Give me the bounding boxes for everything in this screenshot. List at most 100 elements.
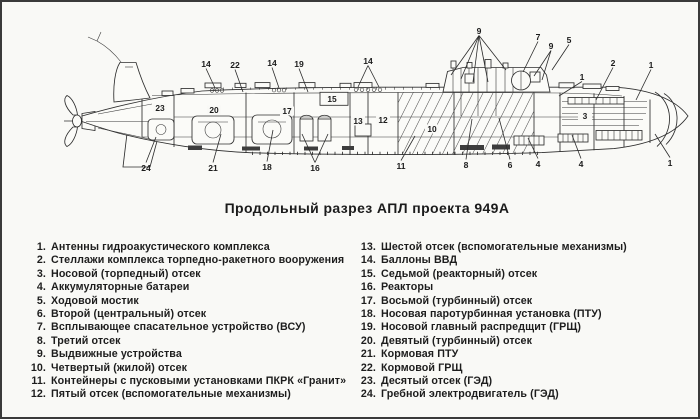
legend-item-number: 3. xyxy=(36,267,46,280)
legend-item: 10. Четвертый (жилой) отсек xyxy=(22,362,352,375)
legend-item: 11.Контейнеры с пусковыми установками ПК… xyxy=(22,375,352,388)
legend-item-number: 19. xyxy=(360,321,376,334)
legend-item-text: Пятый отсек (вспомогательные механизмы) xyxy=(51,388,291,401)
legend-item: 4.Аккумуляторные батареи xyxy=(22,281,352,294)
legend-item-text: Кормовой ГРЩ xyxy=(381,361,463,374)
legend-item-number: 9. xyxy=(36,348,46,361)
sonar-antenna-arc xyxy=(654,91,670,147)
legend-item: 16.Реакторы xyxy=(352,281,692,294)
callout-number-22: 22 xyxy=(230,60,240,70)
callout-number-11: 11 xyxy=(396,161,405,171)
callout-number-1: 1 xyxy=(668,158,673,168)
submarine-cutaway-diagram: 1422141914979512124211816118644123201715… xyxy=(64,26,689,173)
legend-item-text: Носовая паротурбинная установка (ПТУ) xyxy=(381,308,602,321)
callout-number-21: 21 xyxy=(208,163,218,173)
leader-line xyxy=(558,81,583,97)
compartment-number-10: 10 xyxy=(427,124,437,134)
legend-item-number: 10. xyxy=(30,361,46,374)
compartment-number-12: 12 xyxy=(378,115,388,125)
legend-item-text: Седьмой (реакторный) отсек xyxy=(381,267,538,280)
tail-fin xyxy=(87,31,151,103)
legend-item-text: Баллоны ВВД xyxy=(381,254,458,267)
legend-item-text: Аккумуляторные батареи xyxy=(51,281,190,294)
leader-line xyxy=(635,69,652,101)
compartment-number-20: 20 xyxy=(209,105,219,115)
legend-item: 23.Десятый отсек (ГЭД) xyxy=(352,375,692,388)
label-backdrop xyxy=(351,116,365,126)
compartment-number-17: 17 xyxy=(282,106,292,116)
sail xyxy=(442,59,551,116)
leader-line xyxy=(212,133,222,163)
mast xyxy=(502,62,509,69)
legend-item-text: Гребной электродвигатель (ГЭД) xyxy=(381,388,559,401)
callout-number-16: 16 xyxy=(310,163,320,173)
torpedo-room xyxy=(562,91,678,147)
sonar-antenna-arc xyxy=(663,93,678,145)
legend-item: 8. Третий отсек xyxy=(22,335,352,348)
legend-item: 2. Стеллажи комплекса торпедно-ракетного … xyxy=(22,254,352,267)
legend-item: 21.Кормовая ПТУ xyxy=(352,348,692,361)
legend-item-number: 6. xyxy=(36,308,46,321)
leader-line xyxy=(465,118,473,160)
callout-number-14: 14 xyxy=(201,59,211,69)
label-backdrop xyxy=(425,124,439,134)
legend-item-number: 8. xyxy=(36,334,46,347)
legend-item-text: Второй (центральный) отсек xyxy=(51,308,207,321)
callout-number-18: 18 xyxy=(262,162,272,172)
legend-item-number: 17. xyxy=(360,294,376,307)
legend-item-number: 13. xyxy=(360,241,376,253)
periscope xyxy=(484,59,492,69)
legend-item-text: Стеллажи комплекса торпедно-ракетного во… xyxy=(51,254,345,267)
leader-line xyxy=(271,67,280,89)
leader-line xyxy=(533,50,552,77)
callout-number-7: 7 xyxy=(536,32,541,42)
mast xyxy=(450,60,457,69)
legend-item-number: 18. xyxy=(360,308,376,321)
legend-item: 3.Носовой (торпедный) отсек xyxy=(22,268,352,281)
legend-item-number: 23. xyxy=(360,375,376,388)
callout-number-4: 4 xyxy=(536,159,541,169)
leader-line xyxy=(522,41,539,73)
label-backdrop xyxy=(578,111,592,121)
callout-number-9: 9 xyxy=(549,41,554,51)
callout-number-5: 5 xyxy=(567,35,572,45)
leader-line xyxy=(551,44,570,71)
legend-item-number: 16. xyxy=(360,281,376,294)
legend-item-text: Восьмой (турбинный) отсек xyxy=(381,294,533,307)
callout-number-6: 6 xyxy=(508,160,513,170)
label-backdrop xyxy=(207,105,221,115)
legend-item-number: 20. xyxy=(360,334,376,347)
legend-item: 19.Носовой главный распредщит (ГРЩ) xyxy=(352,321,692,334)
legend-item-text: Выдвижные устройства xyxy=(51,348,182,361)
leader-line xyxy=(367,65,380,88)
callout-number-19: 19 xyxy=(294,59,304,69)
leader-line xyxy=(527,137,539,159)
callout-number-1: 1 xyxy=(649,60,654,70)
legend-item-number: 2. xyxy=(36,254,46,267)
leader-line xyxy=(400,135,416,161)
compartment-number-23: 23 xyxy=(155,103,165,113)
callout-number-14: 14 xyxy=(267,58,277,68)
legend-item: 17. Восьмой (турбинный) отсек xyxy=(352,295,692,308)
legend-item-number: 1. xyxy=(36,241,46,253)
legend-item: 18. Носовая паротурбинная установка (ПТУ) xyxy=(352,308,692,321)
compartment-number-15: 15 xyxy=(327,94,337,104)
leader-line xyxy=(478,35,507,71)
leader-line xyxy=(298,68,309,93)
leader-line xyxy=(145,136,157,163)
legend-item-text: Ходовой мостик xyxy=(51,294,139,307)
diagram-title: Продольный разрез АПЛ проекта 949А xyxy=(224,200,510,216)
legend-item-number: 12. xyxy=(30,388,46,401)
callout-number-1: 1 xyxy=(580,72,585,82)
legend-item: 1.Антенны гидроакустического комплекса xyxy=(22,241,352,254)
legend-item-text: Третий отсек xyxy=(51,334,121,347)
legend-item: 13.Шестой отсек (вспомогательные механиз… xyxy=(352,241,692,254)
legend-item-text: Четвертый (жилой) отсек xyxy=(51,361,188,374)
leader-line xyxy=(460,35,480,80)
legend-item: 22.Кормовой ГРЩ xyxy=(352,362,692,375)
leader-line xyxy=(450,35,480,76)
missile-container-hatching xyxy=(398,92,534,154)
callout-number-2: 2 xyxy=(611,58,616,68)
